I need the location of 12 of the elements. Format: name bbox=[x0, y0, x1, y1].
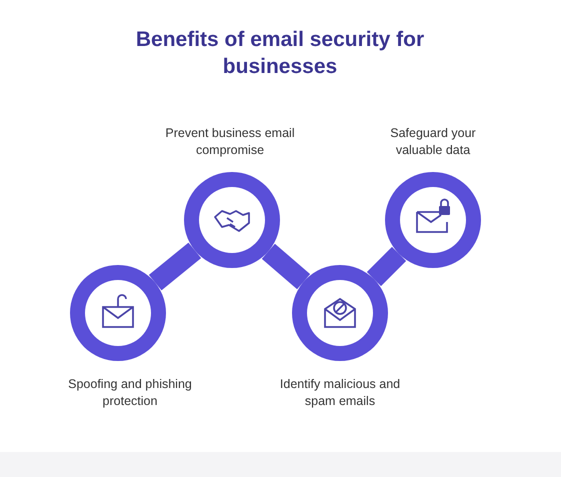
circle-node bbox=[184, 172, 280, 268]
node-label: Safeguard your valuable data bbox=[389, 125, 477, 159]
node-label: Spoofing and phishing protection bbox=[67, 376, 193, 410]
circle-node bbox=[385, 172, 481, 268]
connector bbox=[262, 244, 310, 290]
circle-node bbox=[70, 265, 166, 361]
circle-node bbox=[292, 265, 388, 361]
connector bbox=[148, 242, 202, 290]
title: Benefits of email security for businesses bbox=[135, 27, 425, 80]
node-label: Prevent business email compromise bbox=[164, 125, 296, 159]
node-label: Identify malicious and spam emails bbox=[278, 376, 402, 410]
connector bbox=[366, 246, 406, 286]
